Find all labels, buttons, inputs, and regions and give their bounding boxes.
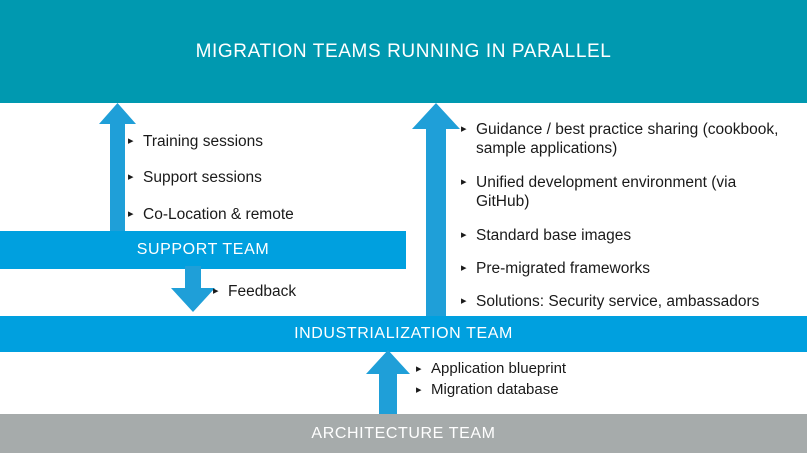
support-team-band: SUPPORT TEAM <box>0 231 406 269</box>
list-item: Unified development environment (via Git… <box>461 173 791 212</box>
feedback-bullet-list: Feedback <box>213 282 393 301</box>
list-item: Support sessions <box>128 168 388 187</box>
architecture-team-label: ARCHITECTURE TEAM <box>311 424 496 442</box>
architecture-team-bullet-list: Application blueprint Migration database <box>416 360 716 402</box>
list-item: Guidance / best practice sharing (cookbo… <box>461 120 791 159</box>
industrialization-team-label: INDUSTRIALIZATION TEAM <box>294 325 513 342</box>
up-arrow-icon-industrialization <box>412 103 460 318</box>
up-arrow-icon-architecture <box>366 350 410 416</box>
support-team-label: SUPPORT TEAM <box>136 241 270 258</box>
list-item: Pre-migrated frameworks <box>461 259 791 278</box>
list-item: Co-Location & remote <box>128 205 388 224</box>
architecture-team-band: ARCHITECTURE TEAM <box>0 414 807 453</box>
list-item: Feedback <box>213 282 393 301</box>
list-item: Standard base images <box>461 226 791 245</box>
industrialization-team-bullet-list: Guidance / best practice sharing (cookbo… <box>461 120 791 326</box>
down-arrow-icon-feedback <box>171 266 215 312</box>
list-item: Training sessions <box>128 132 388 151</box>
header-band: MIGRATION TEAMS RUNNING IN PARALLEL <box>0 0 807 103</box>
page-title: MIGRATION TEAMS RUNNING IN PARALLEL <box>195 40 612 62</box>
list-item: Migration database <box>416 381 716 400</box>
up-arrow-icon-support <box>99 103 136 233</box>
industrialization-team-band: INDUSTRIALIZATION TEAM <box>0 316 807 352</box>
list-item: Solutions: Security service, ambassadors <box>461 292 791 311</box>
list-item: Application blueprint <box>416 360 716 379</box>
support-team-bullet-list: Training sessions Support sessions Co-Lo… <box>128 132 388 241</box>
